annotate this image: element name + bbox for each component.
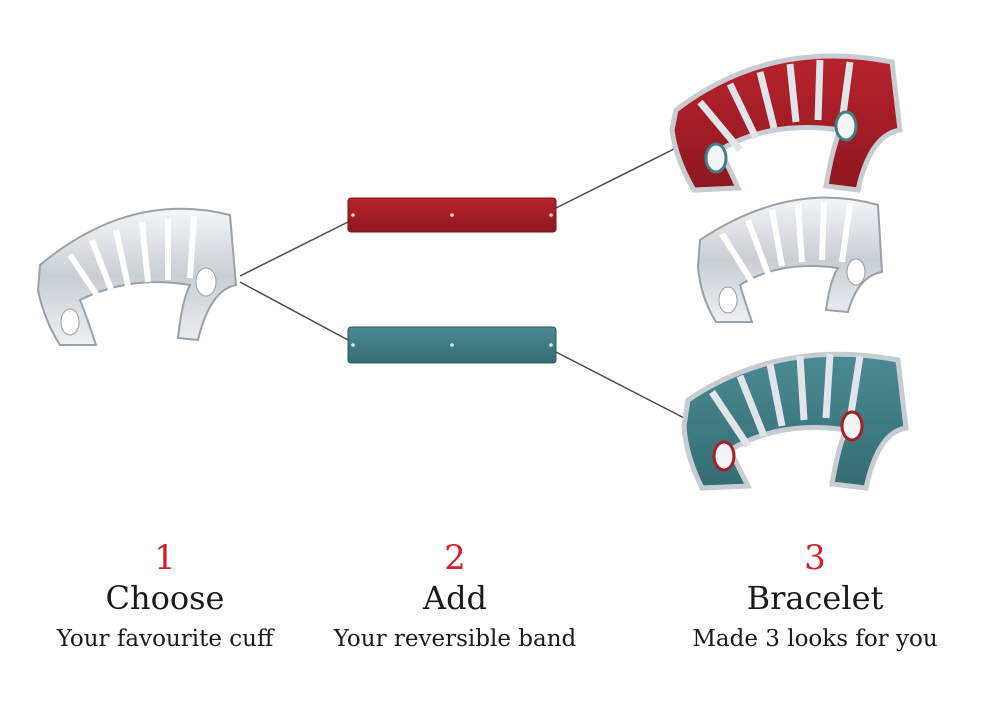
step-number: 2: [444, 538, 466, 578]
red-band-icon: [347, 197, 557, 233]
connector-line-red-bracelet: [555, 144, 683, 209]
step-title: Bracelet: [746, 579, 884, 617]
step-subtitle: Your reversible band: [333, 626, 577, 652]
step-1: 1 Choose Your favourite cuff: [20, 538, 310, 654]
step-number: 1: [154, 538, 176, 578]
connector-line-teal-bracelet: [555, 351, 689, 421]
step-number: 3: [804, 538, 826, 578]
step-3: 3 Bracelet Made 3 looks for you: [670, 538, 960, 654]
diagram-illustration: [36, 53, 909, 491]
silver-bracelet-icon: [696, 196, 884, 323]
step-title: Add: [422, 579, 488, 617]
teal-bracelet-icon: [681, 351, 909, 491]
step-subtitle: Your favourite cuff: [56, 626, 274, 652]
silver-cuff-icon: [36, 207, 238, 346]
step-subtitle: Made 3 looks for you: [692, 626, 938, 652]
red-bracelet-icon: [669, 53, 903, 193]
connector-line-cuff-red: [239, 221, 349, 277]
step-title: Choose: [105, 579, 225, 617]
step-2: 2 Add Your reversible band: [305, 538, 605, 654]
connector-line-cuff-teal: [239, 281, 349, 341]
teal-band-icon: [347, 326, 557, 364]
